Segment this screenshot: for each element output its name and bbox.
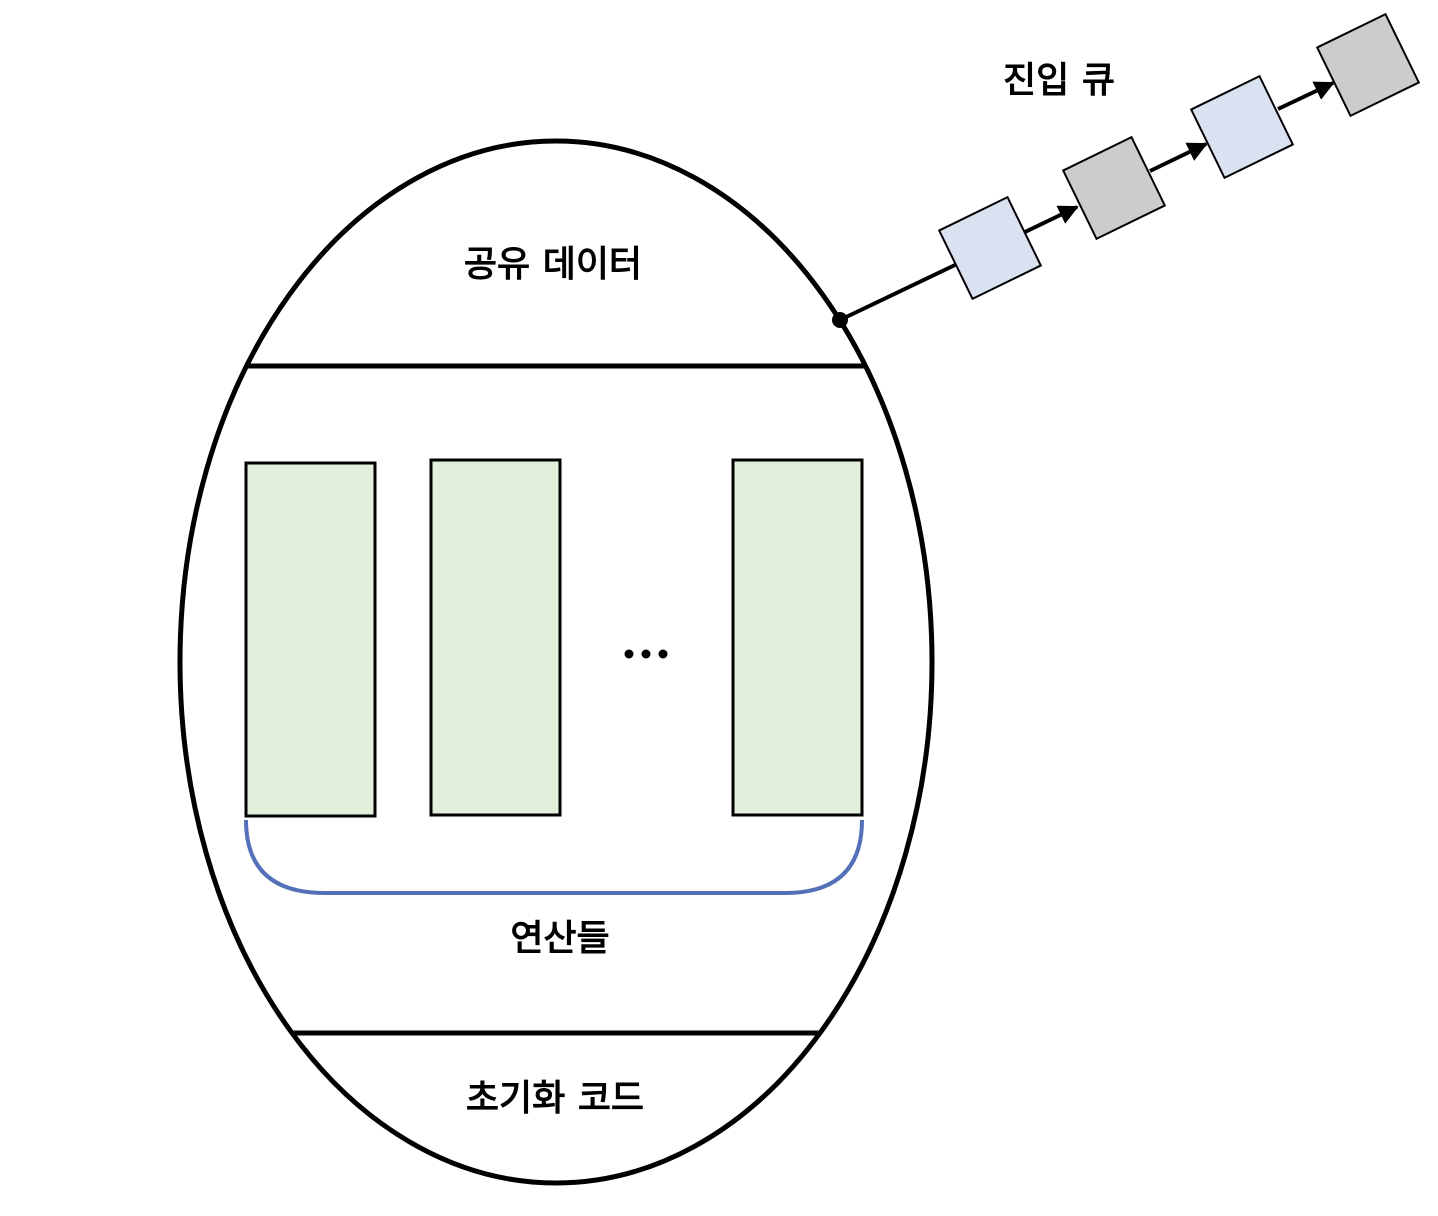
operation-box (244, 461, 377, 818)
queue-arrow (1149, 142, 1208, 173)
operations-brace (244, 819, 864, 895)
queue-arrow (1024, 205, 1079, 234)
queue-item (1315, 12, 1421, 118)
init-code-label: 초기화 코드 (466, 1078, 644, 1119)
operations-label: 연산들 (510, 918, 609, 959)
entry-queue-label: 진입 큐 (1003, 60, 1115, 101)
queue-arrow (1277, 81, 1335, 111)
monitor-outline (177, 138, 935, 1186)
queue-item (937, 195, 1043, 301)
operation-box (429, 458, 562, 817)
queue-item (1061, 135, 1167, 241)
queue-connector (839, 263, 956, 322)
shared-data-label: 공유 데이터 (464, 244, 642, 285)
operation-box (731, 458, 864, 817)
ellipsis-icon (624, 649, 668, 659)
queue-item (1189, 74, 1295, 180)
